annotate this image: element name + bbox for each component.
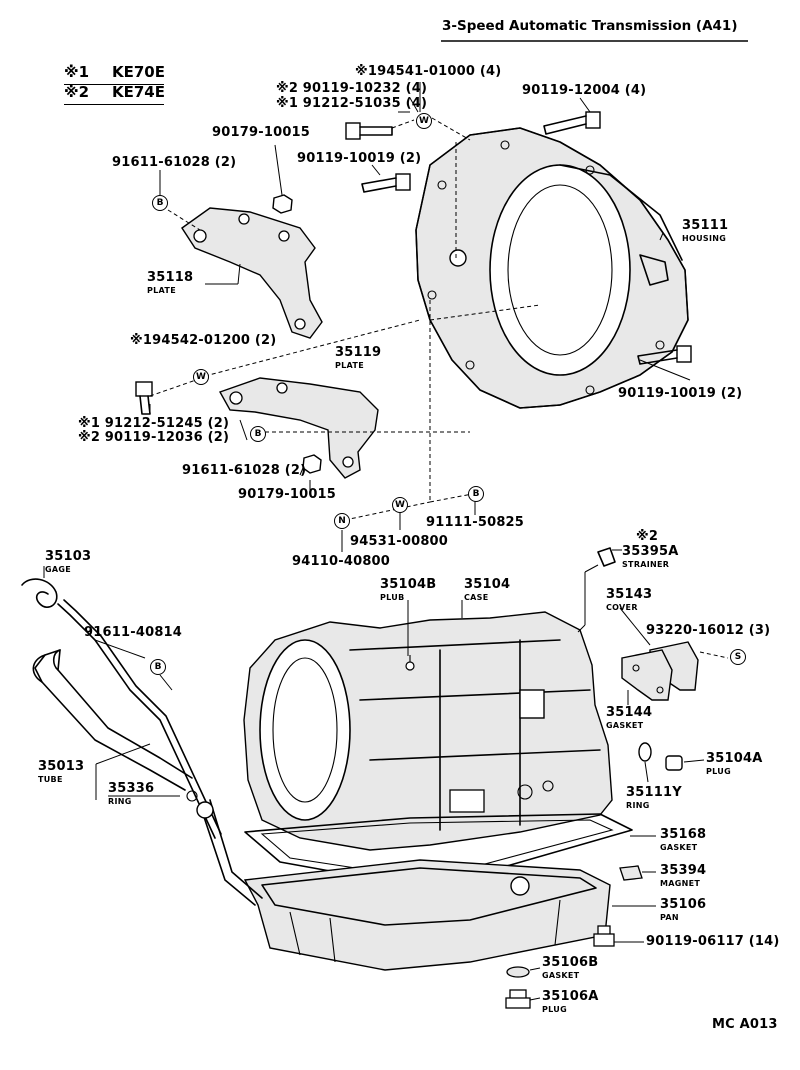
callout-35144: 35144 xyxy=(606,705,653,720)
washer-symbol-mid: W xyxy=(193,369,209,385)
callout-35394: 35394 xyxy=(660,863,707,878)
callout-90179-10015-mid: 90179-10015 xyxy=(238,487,337,502)
gage-and-tube-drawing xyxy=(21,578,263,906)
callout-90119-10232: ※2 90119-10232 (4) xyxy=(276,81,428,96)
legend-underline-2 xyxy=(64,104,164,106)
callout-35168: 35168 xyxy=(660,827,707,842)
callout-35106A-caption: PLUG xyxy=(542,1005,567,1014)
small-parts-right xyxy=(43,547,729,1009)
callout-35106-caption: PAN xyxy=(660,913,679,922)
callout-35104A-caption: PLUG xyxy=(706,767,731,776)
callout-35119: 35119 xyxy=(335,345,382,360)
callout-35143: 35143 xyxy=(606,587,653,602)
callout-91611-40814: 91611-40814 xyxy=(84,625,183,640)
callout-35104: 35104 xyxy=(464,577,511,592)
callout-35144-caption: GASKET xyxy=(606,721,644,730)
bolt-symbol-b-mid: B xyxy=(250,426,266,442)
callout-35336: 35336 xyxy=(108,781,155,796)
screw-symbol-s: S xyxy=(730,649,746,665)
callout-35111: 35111 xyxy=(682,218,729,233)
callout-35013-caption: TUBE xyxy=(38,775,63,784)
callout-90119-12036: ※2 90119-12036 (2) xyxy=(78,430,230,445)
callout-91611-61028-top: 91611-61028 (2) xyxy=(112,155,237,170)
nut-symbol-n: N xyxy=(334,513,350,529)
callout-91111-50825: 91111-50825 xyxy=(426,515,525,530)
gasket-35168-drawing xyxy=(244,813,633,881)
callout-90119-06117: 90119-06117 (14) xyxy=(646,934,780,949)
callout-194541-01000: ※194541-01000 (4) xyxy=(355,64,502,79)
callout-90179-10015-top: 90179-10015 xyxy=(212,125,311,140)
callout-35104-caption: CASE xyxy=(464,593,489,602)
callout-35118-caption: PLATE xyxy=(147,286,176,295)
callout-35104A: 35104A xyxy=(706,751,763,766)
callout-35111Y: 35111Y xyxy=(626,785,682,800)
figure-code: MC A013 xyxy=(712,1017,778,1032)
callout-35106B-caption: GASKET xyxy=(542,971,580,980)
bolt-symbol-b-gage: B xyxy=(150,659,166,675)
callout-90119-10019-right: 90119-10019 (2) xyxy=(618,386,743,401)
bolt-symbol-b-bottom: B xyxy=(468,486,484,502)
callout-35336-caption: RING xyxy=(108,797,132,806)
callout-35119-caption: PLATE xyxy=(335,361,364,370)
callout-94531-00800: 94531-00800 xyxy=(350,534,449,549)
leader-lines-top xyxy=(149,82,691,552)
callout-91611-61028-mid: 91611-61028 (2) xyxy=(182,463,307,478)
washer-symbol-top: W xyxy=(416,113,432,129)
callout-35103: 35103 xyxy=(45,549,92,564)
diagram-title: 3-Speed Automatic Transmission (A41) xyxy=(442,18,738,34)
housing-35111-drawing xyxy=(415,127,689,409)
callout-35111Y-caption: RING xyxy=(626,801,650,810)
callout-35103-caption: GAGE xyxy=(45,565,71,574)
callout-90119-12004: 90119-12004 (4) xyxy=(522,83,647,98)
callout-35111-caption: HOUSING xyxy=(682,234,727,243)
callout-194542-01200: ※194542-01200 (2) xyxy=(130,333,277,348)
callout-mark-2: ※2 xyxy=(636,529,659,544)
plate-35119-drawing xyxy=(218,377,379,479)
legend-model-1: KE70E xyxy=(112,63,165,81)
callout-35143-caption: COVER xyxy=(606,603,638,612)
callout-35394-caption: MAGNET xyxy=(660,879,701,888)
callout-35118: 35118 xyxy=(147,270,194,285)
callout-35106: 35106 xyxy=(660,897,707,912)
washer-symbol-bottom: W xyxy=(392,497,408,513)
legend-mark-2: ※2 xyxy=(64,83,90,101)
callout-35106A: 35106A xyxy=(542,989,599,1004)
callout-91212-51035: ※1 91212-51035 (4) xyxy=(276,96,428,111)
callout-35013: 35013 xyxy=(38,759,85,774)
case-35104-drawing xyxy=(243,611,613,851)
callout-35106B: 35106B xyxy=(542,955,599,970)
callout-35104B-caption: PLUB xyxy=(380,593,405,602)
callout-90119-10019-top: 90119-10019 (2) xyxy=(297,151,422,166)
callout-35104B: 35104B xyxy=(380,577,437,592)
callout-35168-caption: GASKET xyxy=(660,843,698,852)
callout-93220-16012: 93220-16012 (3) xyxy=(646,623,771,638)
callout-94110-40800: 94110-40800 xyxy=(292,554,391,569)
bolt-symbol-b-top: B xyxy=(152,195,168,211)
callout-35395A-caption: STRAINER xyxy=(622,560,670,569)
plate-35118-drawing xyxy=(181,207,323,339)
legend-underline-1 xyxy=(64,84,164,86)
pan-35106-drawing xyxy=(243,859,611,971)
legend-model-2: KE74E xyxy=(112,83,165,101)
legend-mark-1: ※1 xyxy=(64,63,90,81)
callout-91212-51245: ※1 91212-51245 (2) xyxy=(78,416,230,431)
callout-35395A: 35395A xyxy=(622,544,679,559)
